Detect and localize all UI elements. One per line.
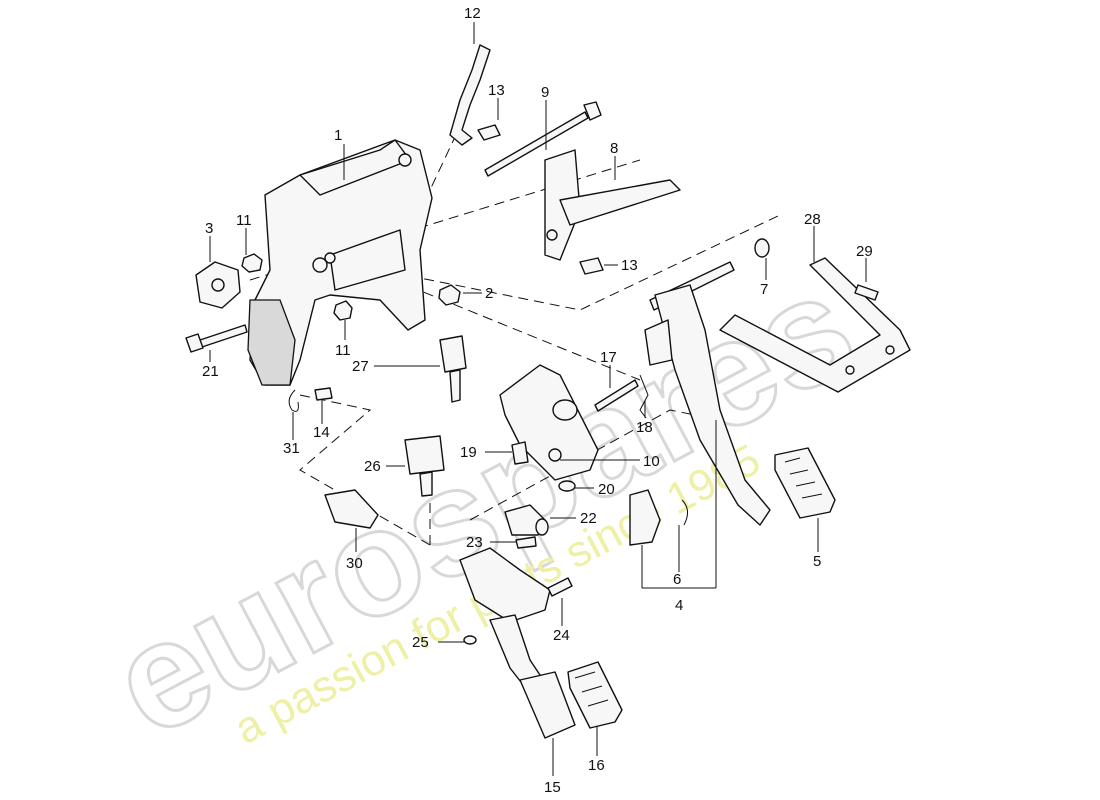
clip-part — [511, 441, 529, 465]
callout-21: 21 — [202, 363, 219, 380]
callout-12: 12 — [464, 5, 481, 22]
pin-part — [594, 379, 639, 412]
callout-4: 4 — [675, 597, 683, 614]
gasket-hole — [211, 278, 225, 292]
bolt-part — [185, 324, 248, 353]
spring-part — [639, 374, 649, 419]
holder-part — [324, 489, 379, 529]
clip-part — [288, 389, 299, 412]
callout-27: 27 — [352, 358, 369, 375]
nut-part — [438, 284, 461, 306]
washer-part — [754, 238, 770, 258]
callout-11a: 11 — [236, 212, 252, 229]
cylinder-part — [504, 504, 549, 536]
bolt-part — [477, 124, 501, 141]
pedal-bracket-part — [247, 139, 433, 386]
callout-5: 5 — [813, 553, 821, 570]
clip-part — [515, 536, 537, 549]
washer-part — [558, 480, 576, 492]
clutch-pedal-part — [644, 261, 771, 526]
callout-9: 9 — [541, 84, 549, 101]
callout-20: 20 — [598, 481, 615, 498]
lever-part — [544, 149, 681, 261]
callout-18: 18 — [636, 419, 653, 436]
callout-24: 24 — [553, 627, 570, 644]
pivot-shaft-part — [484, 101, 602, 177]
callout-26: 26 — [364, 458, 381, 475]
pedal-mechanism-part — [499, 364, 599, 481]
sensor-part — [404, 435, 445, 497]
callout-31: 31 — [283, 440, 300, 457]
callout-13b: 13 — [621, 257, 638, 274]
switch-part — [439, 335, 467, 403]
callout-19: 19 — [460, 444, 477, 461]
clip-part — [681, 499, 688, 526]
bolt-part — [547, 577, 573, 597]
callout-17: 17 — [600, 349, 617, 366]
callout-15: 15 — [544, 779, 561, 796]
callout-30: 30 — [346, 555, 363, 572]
clutch-pedal-pad-part — [774, 447, 836, 519]
callout-2: 2 — [485, 285, 493, 302]
callout-10: 10 — [643, 453, 660, 470]
brake-pedal-pad-part — [567, 661, 623, 729]
bolt-part — [854, 284, 879, 301]
callout-16: 16 — [588, 757, 605, 774]
clip-part — [463, 635, 477, 645]
strap-bracket-part — [449, 44, 491, 146]
nut-part — [333, 300, 353, 321]
brake-pedal-part — [459, 547, 576, 739]
callout-13a: 13 — [488, 82, 505, 99]
stud-part — [314, 387, 333, 401]
bolt-part — [579, 257, 604, 275]
callout-7: 7 — [760, 281, 768, 298]
callout-6: 6 — [673, 571, 681, 588]
callout-1: 1 — [334, 127, 342, 144]
nut-part — [241, 253, 263, 273]
callout-29: 29 — [856, 243, 873, 260]
callout-22: 22 — [580, 510, 597, 527]
callout-28: 28 — [804, 211, 821, 228]
callout-23: 23 — [466, 534, 483, 551]
leader-lines — [209, 22, 867, 776]
callout-25: 25 — [412, 634, 429, 651]
callout-14: 14 — [313, 424, 330, 441]
callout-labels: 1 2 3 4 5 6 7 8 9 10 11 11 12 13 13 14 1… — [202, 5, 873, 796]
cover-part — [629, 489, 661, 546]
callout-8: 8 — [610, 140, 618, 157]
callout-3: 3 — [205, 220, 213, 237]
callout-11b: 11 — [335, 342, 351, 359]
